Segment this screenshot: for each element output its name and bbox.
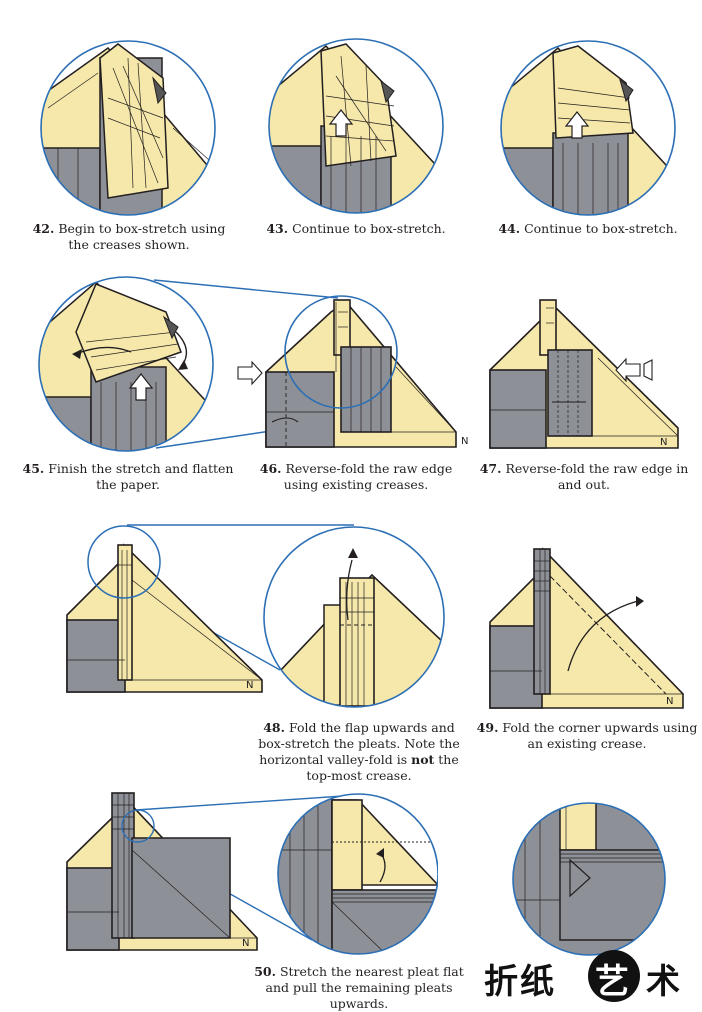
step-number: 47.	[479, 461, 502, 476]
step-text: Fold the corner upwards using an existin…	[502, 720, 698, 751]
svg-text:N: N	[666, 696, 673, 707]
diagram-step-45-46: N	[38, 276, 468, 452]
caption-step-50: 50. Stretch the nearest pleat flat and p…	[246, 964, 472, 1012]
step-text-after: the top-most crease.	[306, 752, 459, 783]
logo-text-left: 折纸	[484, 962, 556, 1002]
step-text: Reverse-fold the raw edge in and out.	[505, 461, 689, 492]
step-text: Begin to box-stretch using the creases s…	[58, 221, 226, 252]
diagram-step-47: N	[489, 299, 679, 449]
diagram-step-49: N	[489, 547, 684, 709]
caption-step-48: 48. Fold the flap upwards and box-stretc…	[248, 720, 470, 784]
diagram-step-44	[500, 40, 676, 216]
step-text: Reverse-fold the raw edge using existing…	[283, 461, 453, 492]
logo-circle-text: 艺	[595, 962, 631, 1002]
step-text: Finish the stretch and flatten the paper…	[48, 461, 234, 492]
step-text-before: Fold the flap upwards and box-stretch th…	[258, 720, 460, 767]
svg-text:N: N	[242, 938, 249, 949]
diagram-step-50-zoom-right	[512, 802, 666, 956]
diagram-step-50: N	[66, 792, 438, 955]
logo-circle-icon	[588, 950, 640, 1002]
step-number: 46.	[259, 461, 282, 476]
caption-step-42: 42. Begin to box-stretch using the creas…	[22, 221, 236, 253]
svg-text:N: N	[660, 437, 667, 448]
diagram-step-42	[40, 40, 216, 216]
logo-text-right: 术	[646, 962, 682, 1002]
step-number: 42.	[32, 221, 55, 236]
step-text-emphasis: not	[411, 752, 435, 767]
step-text: Continue to box-stretch.	[292, 221, 446, 236]
svg-text:N: N	[246, 680, 253, 691]
origami-art-logo: 折纸 艺 术	[476, 944, 702, 1008]
step-number: 43.	[266, 221, 289, 236]
caption-step-47: 47. Reverse-fold the raw edge in and out…	[474, 461, 694, 493]
step-number: 48.	[263, 720, 285, 735]
step-number: 44.	[498, 221, 521, 236]
step-text: Stretch the nearest pleat flat and pull …	[265, 964, 464, 1011]
caption-step-44: 44. Continue to box-stretch.	[488, 221, 688, 237]
step-text: Continue to box-stretch.	[524, 221, 678, 236]
caption-step-45: 45. Finish the stretch and flatten the p…	[18, 461, 238, 493]
caption-step-49: 49. Fold the corner upwards using an exi…	[476, 720, 698, 752]
step-number: 50.	[254, 964, 276, 979]
diagram-step-48: N	[66, 524, 445, 708]
caption-step-46: 46. Reverse-fold the raw edge using exis…	[250, 461, 462, 493]
step-number: 49.	[476, 720, 499, 735]
step-number: 45.	[22, 461, 45, 476]
caption-step-43: 43. Continue to box-stretch.	[256, 221, 456, 237]
diagram-step-43	[268, 38, 444, 214]
svg-text:N: N	[461, 436, 468, 447]
